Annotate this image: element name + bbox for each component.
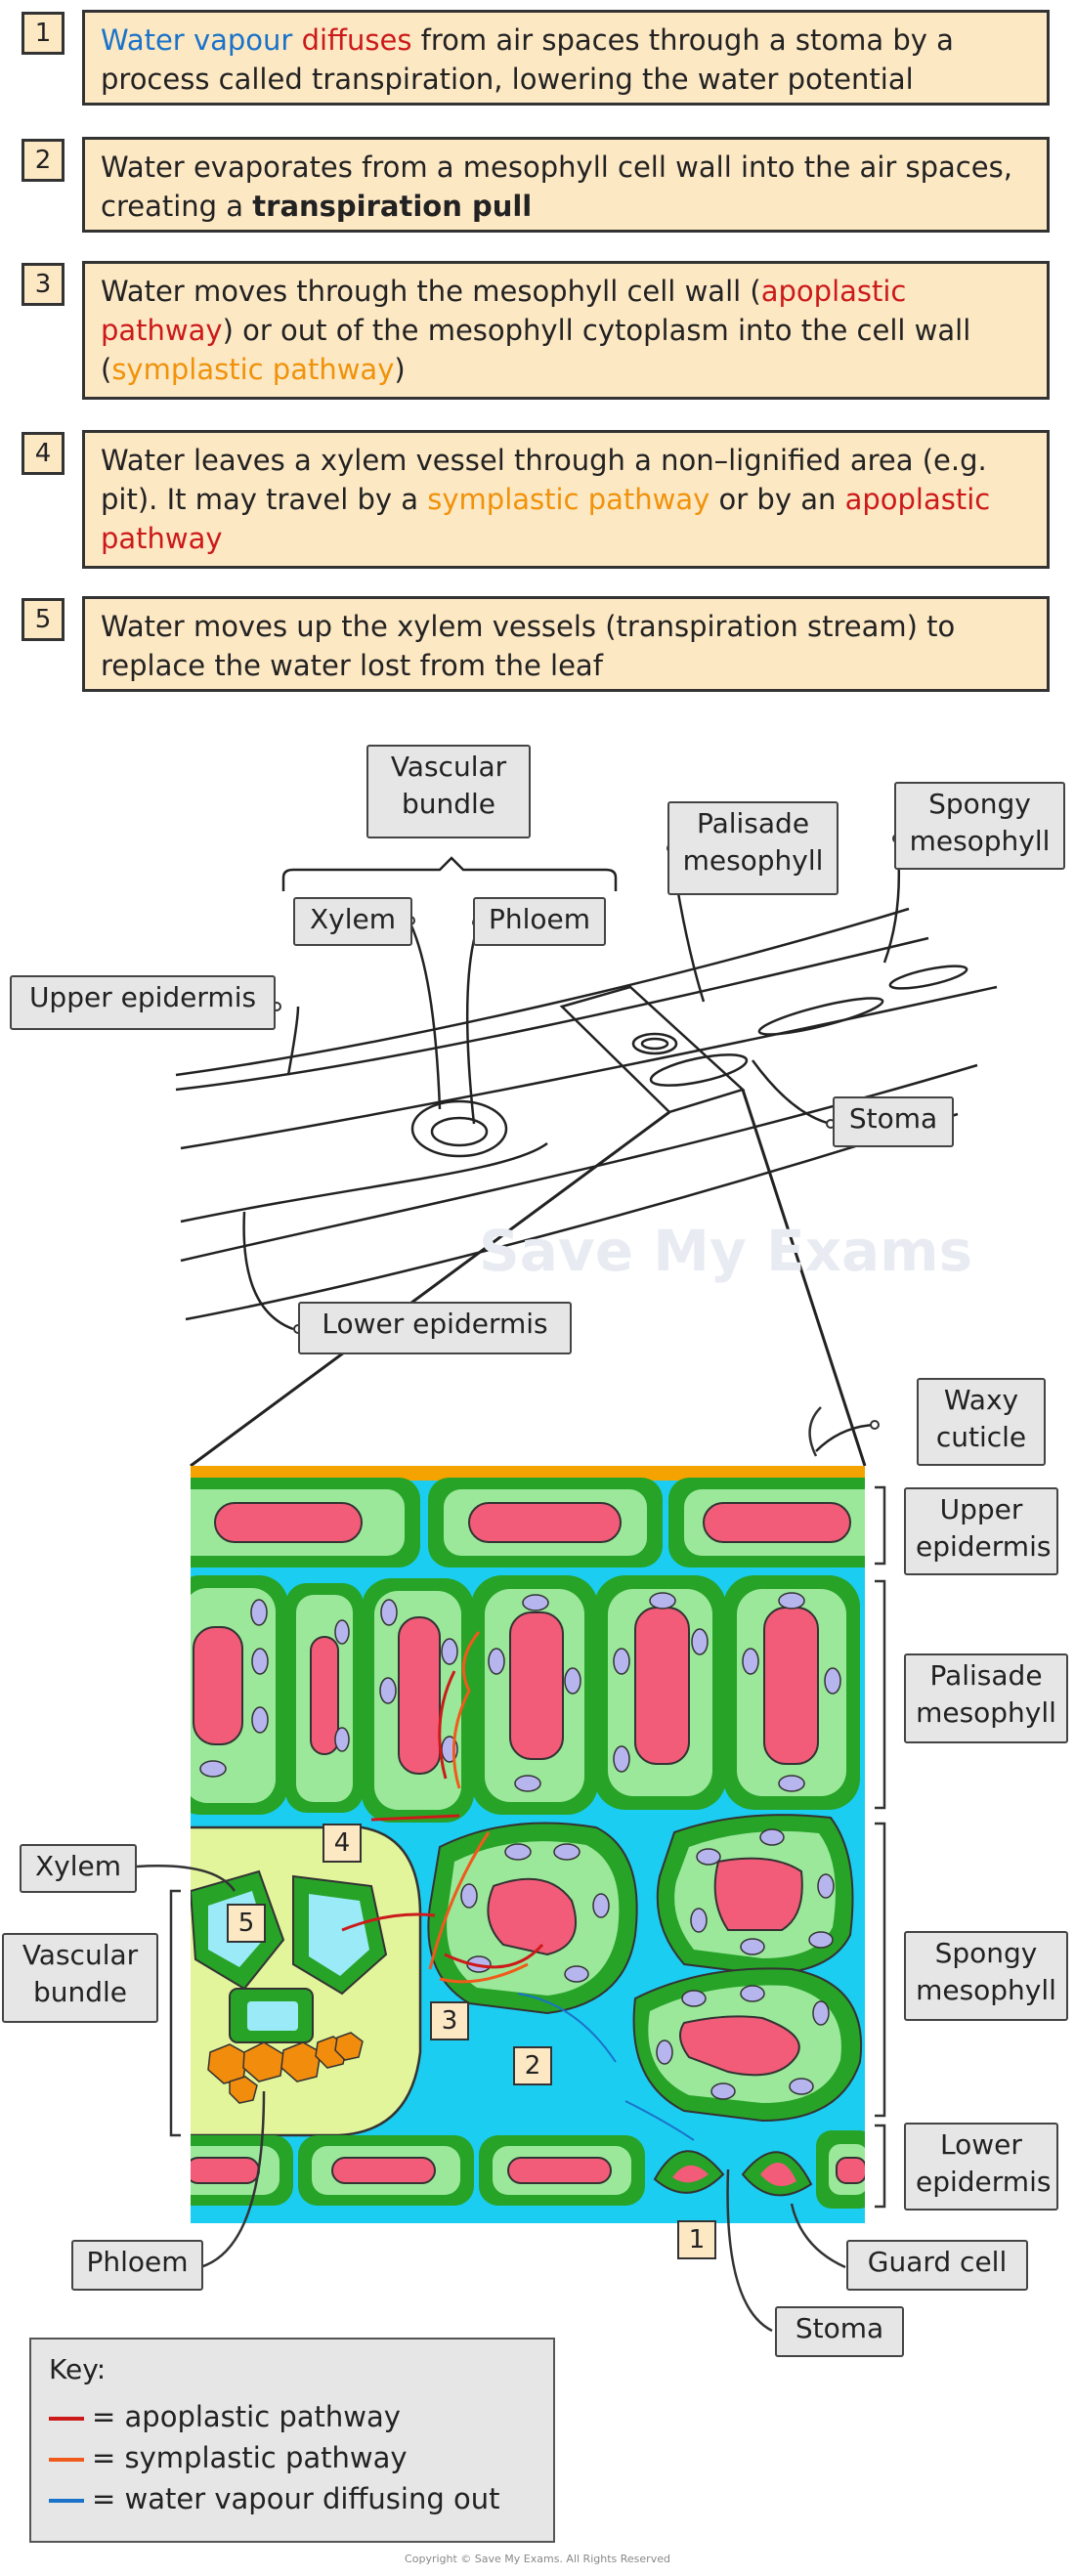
label-stoma: Stoma: [775, 2306, 904, 2357]
label-xylem-top: Xylem: [293, 897, 412, 946]
copyright-text: Copyright © Save My Exams. All Rights Re…: [405, 2553, 670, 2565]
leaf-section-sketch: [175, 839, 998, 1468]
key-item-apoplastic: = apoplastic pathway: [49, 2400, 401, 2433]
marker-5: 5: [227, 1904, 266, 1943]
symplastic-swatch: [49, 2458, 84, 2462]
marker-1: 1: [677, 2220, 716, 2259]
vapour-swatch: [49, 2499, 84, 2503]
leaf-diagram: Save My Exams: [136, 834, 998, 2333]
step-text: Water moves up the xylem vessels (transp…: [82, 596, 1050, 692]
marker-2: 2: [513, 2046, 552, 2085]
label-spongy: Spongy mesophyll: [904, 1931, 1068, 2021]
lower-epidermis-cells: [191, 2130, 865, 2209]
step-number: 4: [22, 432, 64, 475]
step-text: Water leaves a xylem vessel through a no…: [82, 430, 1050, 569]
label-stoma-top: Stoma: [833, 1096, 954, 1147]
label-spongy-top: Spongy mesophyll: [894, 782, 1065, 870]
label-guard-cell: Guard cell: [846, 2240, 1028, 2291]
label-vascular-bundle-top: Vascular bundle: [366, 745, 531, 838]
label-vascular-bundle: Vascular bundle: [2, 1933, 158, 2023]
step-text: Water moves through the mesophyll cell w…: [82, 261, 1050, 400]
marker-3: 3: [430, 2001, 469, 2040]
key-item-vapour: = water vapour diffusing out: [49, 2482, 499, 2515]
marker-4: 4: [322, 1824, 362, 1863]
label-lower-epidermis: Lower epidermis: [904, 2123, 1058, 2211]
spongy-mesophyll-cells: [427, 1814, 863, 2123]
key-panel: Key: = apoplastic pathway = symplastic p…: [29, 2338, 555, 2543]
label-phloem-top: Phloem: [473, 897, 606, 946]
step-text: Water vapour diffuses from air spaces th…: [82, 10, 1050, 106]
label-upper-epidermis-top: Upper epidermis: [10, 975, 276, 1030]
step-number: 3: [22, 263, 64, 306]
label-xylem: Xylem: [20, 1844, 137, 1893]
key-item-symplastic: = symplastic pathway: [49, 2441, 408, 2474]
label-palisade-top: Palisade mesophyll: [667, 801, 838, 895]
label-waxy-cuticle: Waxy cuticle: [917, 1378, 1046, 1466]
vascular-bundle-tissue: [191, 1825, 422, 2137]
step-number: 1: [22, 12, 64, 55]
label-palisade: Palisade mesophyll: [904, 1653, 1068, 1743]
step-text: Water evaporates from a mesophyll cell w…: [82, 137, 1050, 233]
apoplastic-swatch: [49, 2417, 84, 2421]
step-number: 5: [22, 598, 64, 641]
label-phloem: Phloem: [71, 2240, 203, 2291]
label-upper-epidermis: Upper epidermis: [904, 1487, 1058, 1575]
label-lower-epidermis-top: Lower epidermis: [298, 1302, 572, 1354]
step-number: 2: [22, 139, 64, 182]
key-title: Key:: [49, 2353, 107, 2385]
watermark: Save My Exams: [479, 1218, 972, 1284]
upper-epidermis-cells: [191, 1478, 865, 1567]
palisade-cells: [191, 1575, 860, 1823]
